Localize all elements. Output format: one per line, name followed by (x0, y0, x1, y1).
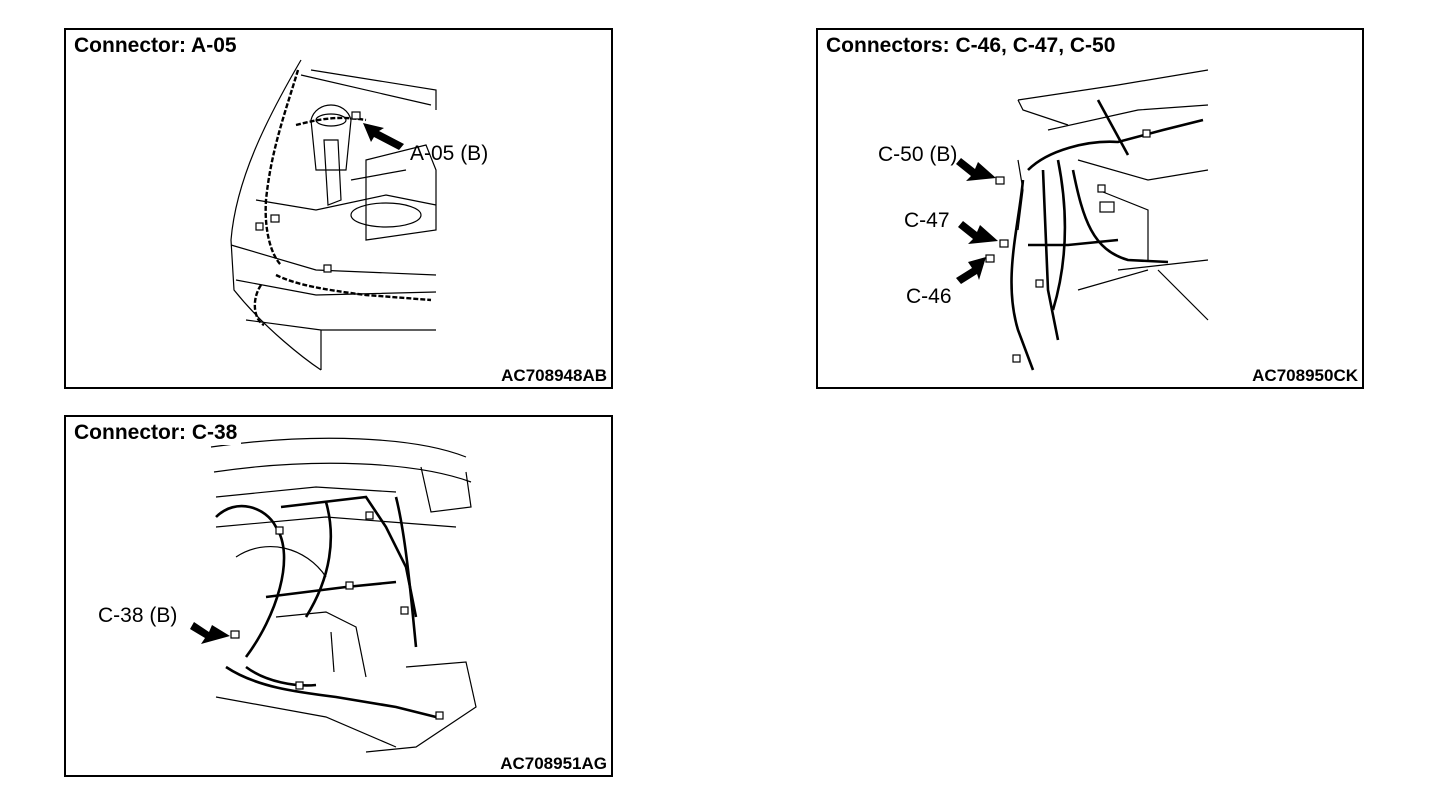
arrow-icon (190, 622, 230, 644)
callout-c50: C-50 (B) (878, 143, 958, 166)
figure-code: AC708950CK (1249, 366, 1358, 386)
callout-c47: C-47 (904, 209, 950, 232)
diagram-panel-c38: Connector: C-38 C-38 (B) AC708951AG (64, 415, 613, 777)
panel-title: Connectors: C-46, C-47, C-50 (826, 34, 1120, 58)
arrow-icon (958, 221, 998, 244)
panel-title: Connector: C-38 (74, 421, 242, 445)
callout-a05: A-05 (B) (410, 142, 489, 165)
callout-c46: C-46 (906, 285, 952, 308)
callout-c38: C-38 (B) (98, 604, 178, 627)
figure-code: AC708948AB (498, 366, 607, 386)
diagram-panel-a05: Connector: A-05 A-05 (B) AC708948AB (64, 28, 613, 389)
arrow-icon (956, 257, 986, 284)
dashboard-harness-illustration (956, 69, 1209, 371)
arrow-icon (956, 158, 996, 181)
panel-title: Connector: A-05 (74, 34, 241, 58)
diagram-panel-c46-c47-c50: Connectors: C-46, C-47, C-50 C-50 (B) C-… (816, 28, 1364, 389)
arrow-icon (363, 123, 404, 150)
figure-code: AC708951AG (497, 754, 607, 774)
engine-bay-illustration (230, 59, 437, 371)
instrument-panel-illustration (190, 437, 477, 753)
